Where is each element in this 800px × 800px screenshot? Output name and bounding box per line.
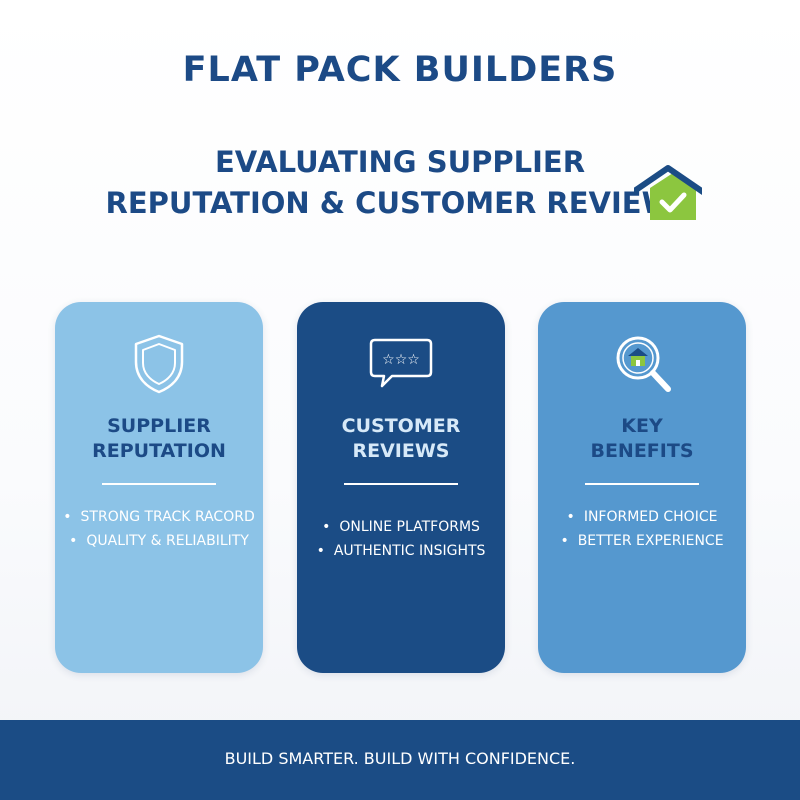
magnifier-house-icon: [616, 336, 671, 392]
list-item: INFORMED CHOICE: [538, 505, 746, 529]
list-item: QUALITY & RELIABILITY: [55, 529, 263, 553]
card-title-line-1: CUSTOMER: [341, 415, 461, 437]
card-divider: [102, 483, 216, 485]
footer-tagline: BUILD SMARTER. BUILD WITH CONFIDENCE.: [224, 749, 576, 768]
card-title: KEY BENEFITS: [538, 414, 746, 464]
card-key-benefits: KEY BENEFITS INFORMED CHOICE BETTER EXPE…: [538, 302, 746, 673]
review-stars-bubble-icon: ☆☆☆: [369, 338, 433, 388]
list-item: BETTER EXPERIENCE: [538, 529, 746, 553]
list-item: STRONG TRACK RACORD: [55, 505, 263, 529]
card-title-line-2: REPUTATION: [92, 440, 226, 462]
card-title-line-2: BENEFITS: [590, 440, 694, 462]
card-bullet-list: STRONG TRACK RACORD QUALITY & RELIABILIT…: [55, 505, 263, 553]
card-title: CUSTOMER REVIEWS: [297, 414, 505, 464]
card-title-line-2: REVIEWS: [352, 440, 450, 462]
shield-icon: [134, 334, 184, 394]
card-bullet-list: ONLINE PLATFORMS AUTHENTIC INSIGHTS: [297, 515, 505, 563]
house-check-icon: [634, 165, 702, 220]
card-divider: [585, 483, 699, 485]
list-item: ONLINE PLATFORMS: [297, 515, 505, 539]
card-divider: [344, 483, 458, 485]
svg-text:☆☆☆: ☆☆☆: [382, 352, 420, 368]
list-item: AUTHENTIC INSIGHTS: [297, 539, 505, 563]
card-title: SUPPLIER REPUTATION: [55, 414, 263, 464]
card-title-line-1: SUPPLIER: [107, 415, 211, 437]
headline-line-1: EVALUATING SUPPLIER: [214, 145, 586, 179]
card-supplier-reputation: SUPPLIER REPUTATION STRONG TRACK RACORD …: [55, 302, 263, 673]
card-customer-reviews: ☆☆☆ CUSTOMER REVIEWS ONLINE PLATFORMS AU…: [297, 302, 505, 673]
card-title-line-1: KEY: [621, 415, 663, 437]
headline-line-2: REPUTATION & CUSTOMER REVIEWS: [105, 186, 695, 220]
brand-title: FLAT PACK BUILDERS: [182, 50, 618, 90]
card-bullet-list: INFORMED CHOICE BETTER EXPERIENCE: [538, 505, 746, 553]
footer-band: BUILD SMARTER. BUILD WITH CONFIDENCE.: [0, 720, 800, 800]
